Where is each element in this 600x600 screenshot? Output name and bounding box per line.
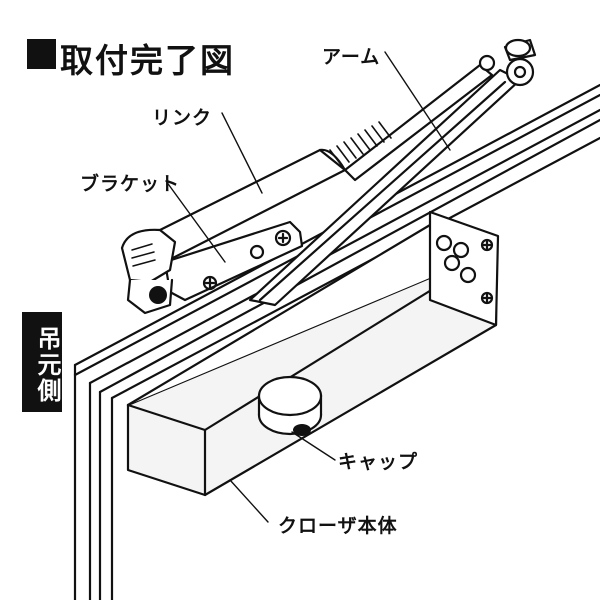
cap [257,375,323,436]
bracket-label: ブラケット [80,173,181,195]
pivot-block [120,228,177,315]
arm-label: アーム [322,46,381,68]
title-marker [27,39,56,69]
link [138,54,496,264]
closer-body-label: クローザ本体 [278,515,398,537]
hinge-side-tag: 吊元側 [22,312,62,412]
diagram-title: 取付完了図 [60,41,235,80]
cap-label: キャップ [338,451,419,473]
closer-body [126,210,500,497]
arm [248,38,537,307]
leader-lines [165,51,451,523]
link-label: リンク [152,107,213,129]
